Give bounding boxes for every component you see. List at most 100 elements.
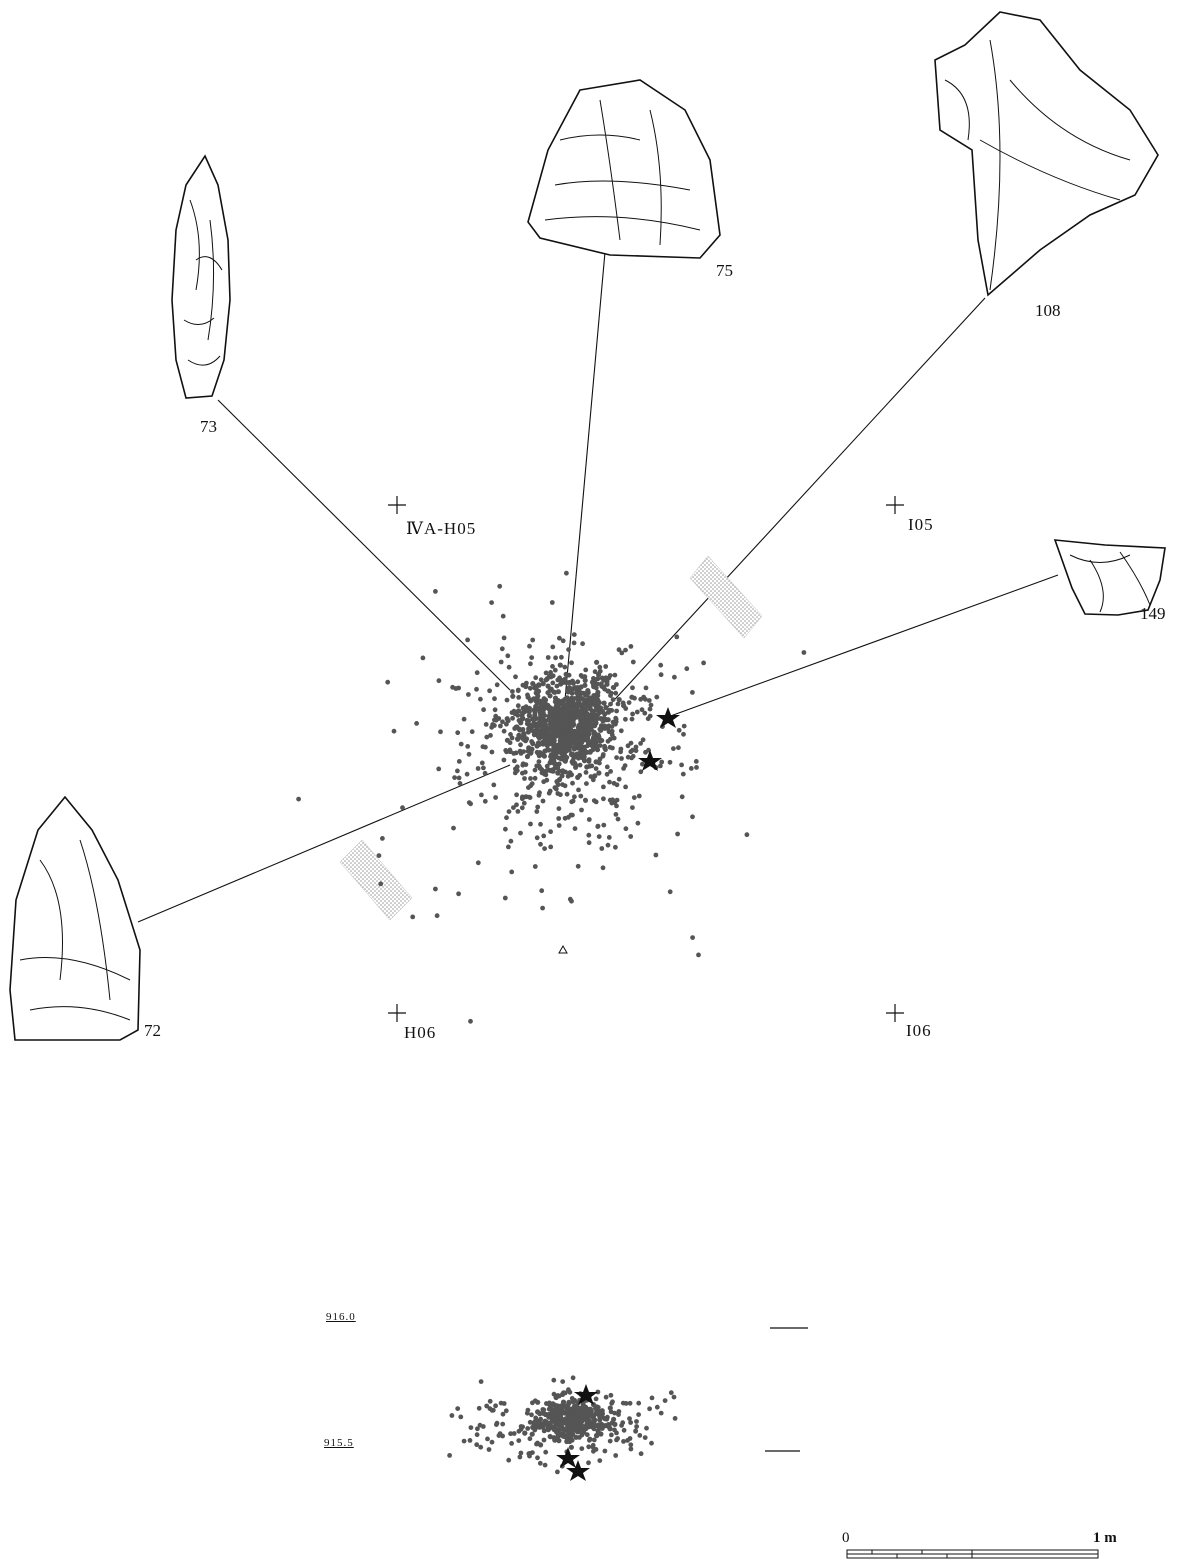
artifact-dot: [521, 707, 527, 712]
artifact-dot: [701, 660, 706, 666]
artifact-dot: [579, 807, 584, 813]
artifact-dot: [593, 685, 599, 691]
star-marker: [566, 1460, 590, 1481]
artifact-dot: [643, 749, 648, 755]
artifact-dot: [613, 1453, 619, 1458]
artifact-dot: [515, 737, 521, 742]
artifact-dot: [519, 713, 525, 719]
artifact-dot: [578, 1419, 584, 1425]
artifact-dot: [488, 733, 493, 738]
artifact-dot: [538, 728, 543, 734]
artifact-dot: [501, 728, 507, 734]
artifact-dot: [590, 1422, 595, 1427]
artifact-dot: [566, 1417, 573, 1423]
artifact-dot: [436, 766, 442, 772]
artifact-dot: [519, 805, 525, 811]
artifact-dot: [608, 701, 613, 707]
artifact-dot: [596, 770, 602, 776]
artifact-dot: [532, 775, 538, 781]
artifact-dot: [621, 1427, 627, 1433]
artifact-dot: [434, 913, 440, 919]
artifact-dot: [499, 646, 505, 652]
stippled-area-upper: [689, 555, 763, 639]
artifact-dot: [594, 1433, 600, 1439]
artifact-dot: [496, 716, 502, 721]
artifact-dot: [567, 1389, 573, 1395]
artifact-dot: [482, 798, 488, 804]
artifact-dot: [532, 1427, 538, 1433]
scale-label-end: 1 m: [1093, 1530, 1117, 1546]
artifact-dot: [607, 779, 612, 785]
artifact-dot: [658, 662, 664, 668]
artifact-dot: [587, 1437, 592, 1443]
artifact-dot: [530, 681, 536, 687]
artifact-dot: [555, 782, 561, 788]
artifact-dot: [522, 776, 527, 781]
artifact-dot: [610, 697, 616, 702]
refit-line-72: [137, 764, 511, 923]
artifact-dot: [647, 713, 653, 719]
artifact-dot: [593, 744, 600, 750]
grid-cross-h06: [388, 1004, 406, 1022]
artifact-dot: [636, 793, 642, 799]
artifact-dot: [536, 716, 542, 721]
artifact-dot: [648, 702, 654, 708]
artifact-dot: [481, 707, 486, 713]
artifact-dot: [510, 689, 515, 694]
artifact-dot: [603, 664, 609, 669]
artifact-dot: [562, 707, 568, 713]
artifact-dot: [560, 782, 565, 787]
artifact-dot: [623, 706, 629, 711]
artifact-dot: [544, 735, 550, 741]
artifact-dot: [483, 744, 488, 750]
artifact-dot: [586, 759, 592, 764]
artifact-dot: [518, 830, 523, 836]
artifact-dot: [654, 694, 660, 700]
artifact-dot: [532, 712, 538, 718]
artifact-dot: [675, 831, 680, 837]
artifact-dot: [556, 725, 562, 731]
artifact-dot: [637, 1433, 643, 1438]
artifact-dot: [591, 1448, 596, 1454]
artifact-dot: [567, 747, 572, 753]
artifact-dot: [658, 1410, 664, 1416]
artifact-dot: [539, 767, 545, 773]
star-marker: [556, 1447, 580, 1468]
artifact-dot: [586, 1460, 591, 1466]
artifact-dot: [516, 718, 522, 723]
artifact-dot: [577, 762, 583, 768]
artifact-dot: [558, 736, 564, 742]
artifact-dot: [526, 713, 533, 719]
artifact-dot: [433, 589, 438, 594]
artifact-dot: [514, 802, 519, 808]
artifact-dot: [647, 1406, 652, 1412]
artifact-dot: [500, 613, 506, 619]
artifact-dot: [623, 1401, 629, 1406]
artifact-dot: [647, 706, 653, 712]
artifact-dot: [610, 1399, 615, 1405]
artifact-dot: [540, 681, 546, 687]
artifact-dot: [596, 834, 602, 839]
artifact-dot: [534, 835, 540, 841]
artifact-dot: [501, 1401, 507, 1406]
artifact-dot: [612, 672, 618, 678]
artifact-dot: [530, 723, 536, 729]
artifact-dot: [621, 1439, 626, 1444]
artifact-dot: [533, 1421, 538, 1427]
artifact-dot: [530, 1400, 535, 1406]
artifact-dot: [568, 720, 574, 726]
artifact-dot: [601, 822, 607, 828]
artifact-dot: [521, 749, 526, 754]
artifact-dot: [461, 716, 467, 722]
artifact-dot: [504, 697, 510, 703]
artifact-dot: [623, 826, 629, 832]
artifact-dot: [672, 674, 677, 680]
artifact-dot: [469, 729, 475, 735]
artifact-dot: [520, 762, 526, 768]
artifact-dot: [601, 700, 607, 706]
artifact-dot: [572, 1398, 577, 1404]
artifact-dot: [400, 805, 405, 811]
artifact-dot: [552, 667, 558, 673]
artifact-dot: [569, 1432, 575, 1438]
